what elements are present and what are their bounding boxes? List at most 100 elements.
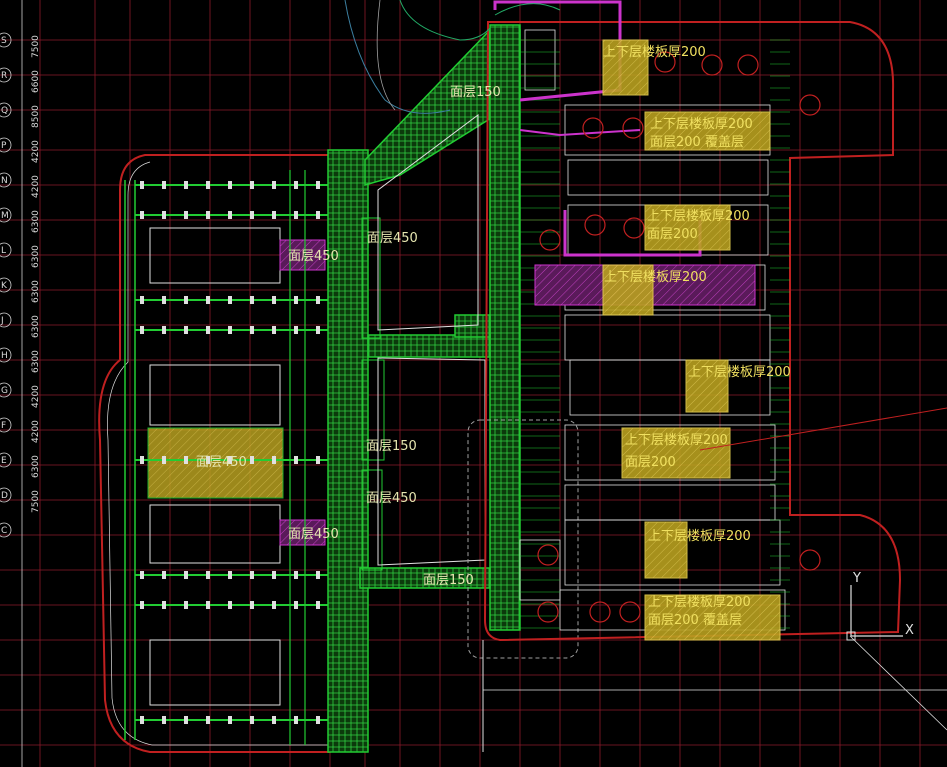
site-curves xyxy=(344,0,561,114)
left-rooms xyxy=(147,227,326,706)
slab-note-8b: 面层200 覆盖层 xyxy=(648,613,742,628)
right-room xyxy=(564,519,781,586)
axis-dimension: 4200 xyxy=(31,140,41,163)
fixture-mark xyxy=(228,296,232,304)
fixture-mark xyxy=(294,571,298,579)
fixture-mark xyxy=(140,456,144,464)
axis-letter: H xyxy=(1,351,8,361)
fixture-mark xyxy=(162,211,166,219)
fixture-mark xyxy=(250,211,254,219)
fixture-mark xyxy=(294,601,298,609)
fixture-mark xyxy=(184,716,188,724)
fixture-mark xyxy=(228,716,232,724)
equipment-circle xyxy=(584,214,606,236)
left-axis-labels: SRQPNMLKJHGFEDC7500660085004200420063006… xyxy=(0,0,41,767)
fixture-mark xyxy=(316,716,320,724)
axis-letter: P xyxy=(1,141,7,151)
fixture-mark xyxy=(184,456,188,464)
leader-lines xyxy=(482,407,947,752)
label-left-room-c: 面层450 xyxy=(288,527,339,542)
axis-bubble xyxy=(0,382,12,398)
label-mianceng450-a: 面层450 xyxy=(367,231,418,246)
slab-note-2: 上下层楼板厚200 xyxy=(650,117,753,132)
axis-bubble xyxy=(0,487,12,503)
fixture-mark xyxy=(184,181,188,189)
fixture-mark xyxy=(140,601,144,609)
fixture-mark xyxy=(206,601,210,609)
fixture-mark xyxy=(184,571,188,579)
axis-bubble xyxy=(0,137,12,153)
fixture-mark xyxy=(250,716,254,724)
axis-letter: R xyxy=(1,71,7,81)
fixture-mark xyxy=(228,211,232,219)
axis-dimension: 4200 xyxy=(31,385,41,408)
fixture-mark xyxy=(250,326,254,334)
axis-bubble xyxy=(0,452,12,468)
label-left-room-a: 面层450 xyxy=(288,249,339,264)
fixture-mark xyxy=(162,716,166,724)
equipment-circle xyxy=(701,54,723,76)
fixture-mark xyxy=(206,571,210,579)
slab-note-6b: 面层200 xyxy=(625,455,676,470)
axis-letter: D xyxy=(1,491,8,501)
axis-letter: K xyxy=(1,281,8,291)
fixture-mark xyxy=(272,456,276,464)
ucs-icon: Y X xyxy=(846,571,914,641)
fixture-mark xyxy=(250,601,254,609)
axis-letter: S xyxy=(1,36,7,46)
fixture-mark xyxy=(272,326,276,334)
axis-letter: F xyxy=(1,421,6,431)
equipment-circle xyxy=(589,601,611,623)
fixture-mark xyxy=(316,181,320,189)
axis-letter: G xyxy=(1,386,8,396)
equipment-circle xyxy=(654,51,676,73)
axis-dimension: 6300 xyxy=(31,315,41,338)
fixture-mark xyxy=(140,181,144,189)
fixture-mark xyxy=(250,181,254,189)
label-mianceng450-b: 面层450 xyxy=(366,491,417,506)
right-room xyxy=(524,29,556,91)
fixture-mark xyxy=(272,601,276,609)
axis-dimension: 7500 xyxy=(31,35,41,58)
fixture-mark xyxy=(316,326,320,334)
slab-note-5: 上下层楼板厚200 xyxy=(688,365,791,380)
annotation-labels: 面层150 面层450 面层150 面层450 面层150 面层450 面层45… xyxy=(196,45,791,628)
fixture-mark xyxy=(206,296,210,304)
fixture-mark xyxy=(250,296,254,304)
axis-dimension: 6600 xyxy=(31,70,41,93)
slab-note-4: 上下层楼板厚200 xyxy=(604,270,707,285)
label-mianceng150-mid: 面层150 xyxy=(366,439,417,454)
fixture-mark xyxy=(272,296,276,304)
label-mianceng150-bottom: 面层150 xyxy=(423,573,474,588)
axis-letter: Q xyxy=(1,106,8,116)
slab-zone xyxy=(644,594,781,641)
fixture-mark xyxy=(316,601,320,609)
axis-dimension: 8500 xyxy=(31,105,41,128)
right-building-block[interactable] xyxy=(483,21,902,642)
slab-note-3b: 面层200 xyxy=(647,227,698,242)
axis-bubble xyxy=(0,67,12,83)
axis-bubble xyxy=(0,207,12,223)
equipment-circle xyxy=(582,117,604,139)
axis-bubble xyxy=(0,312,12,328)
left-green-corridors xyxy=(124,170,330,745)
left-building-block[interactable] xyxy=(98,154,347,753)
axis-bubble xyxy=(0,32,12,48)
main-green-spine[interactable] xyxy=(327,24,521,753)
fixture-mark xyxy=(294,181,298,189)
fixture-mark xyxy=(228,326,232,334)
axis-dimension: 7500 xyxy=(31,490,41,513)
fixture-mark xyxy=(162,296,166,304)
axis-dimension: 6300 xyxy=(31,455,41,478)
slab-zone xyxy=(644,111,771,151)
yellow-slab-zones xyxy=(602,39,781,641)
fixture-mark xyxy=(162,571,166,579)
fixture-mark xyxy=(316,211,320,219)
right-room xyxy=(519,539,561,601)
right-room xyxy=(569,359,771,416)
fixture-mark xyxy=(272,181,276,189)
fixture-mark xyxy=(228,456,232,464)
fixture-mark xyxy=(294,456,298,464)
